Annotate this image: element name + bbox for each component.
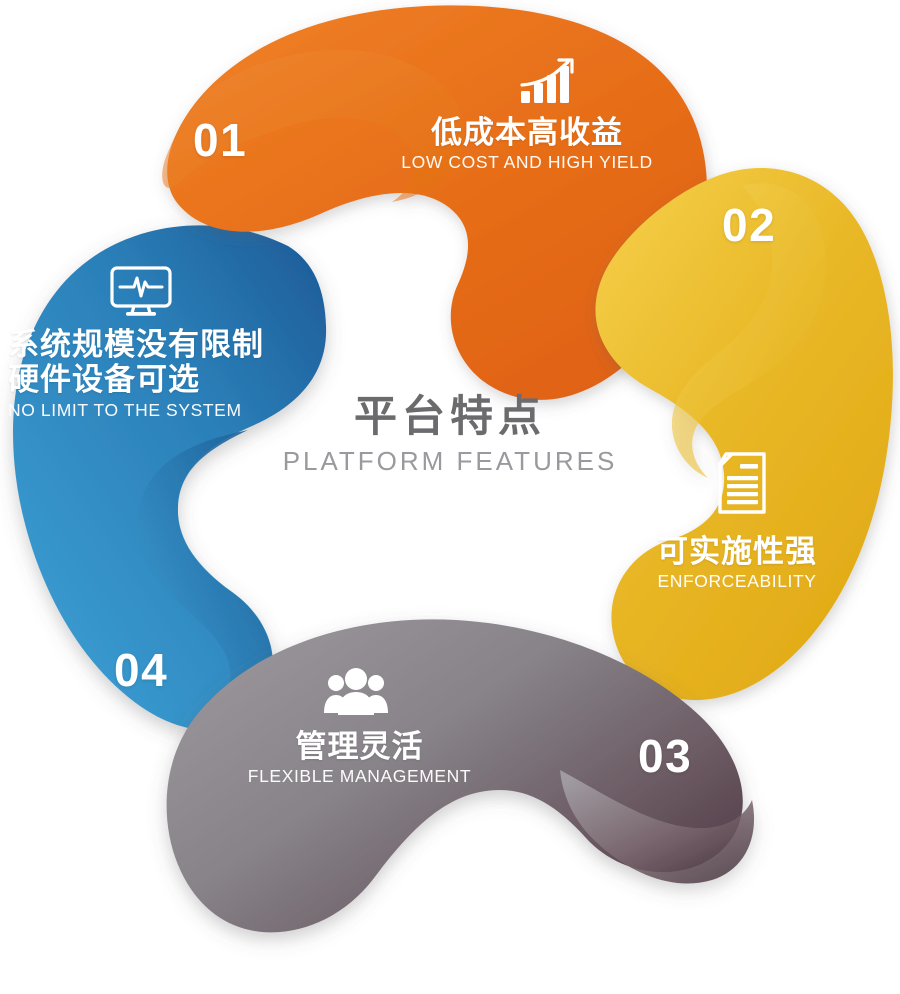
segment-03-shape[interactable] [117, 618, 755, 933]
segment-01-shape[interactable] [162, 5, 707, 400]
segment-04-shape[interactable] [13, 225, 327, 732]
segment-02-shape[interactable] [595, 168, 893, 701]
